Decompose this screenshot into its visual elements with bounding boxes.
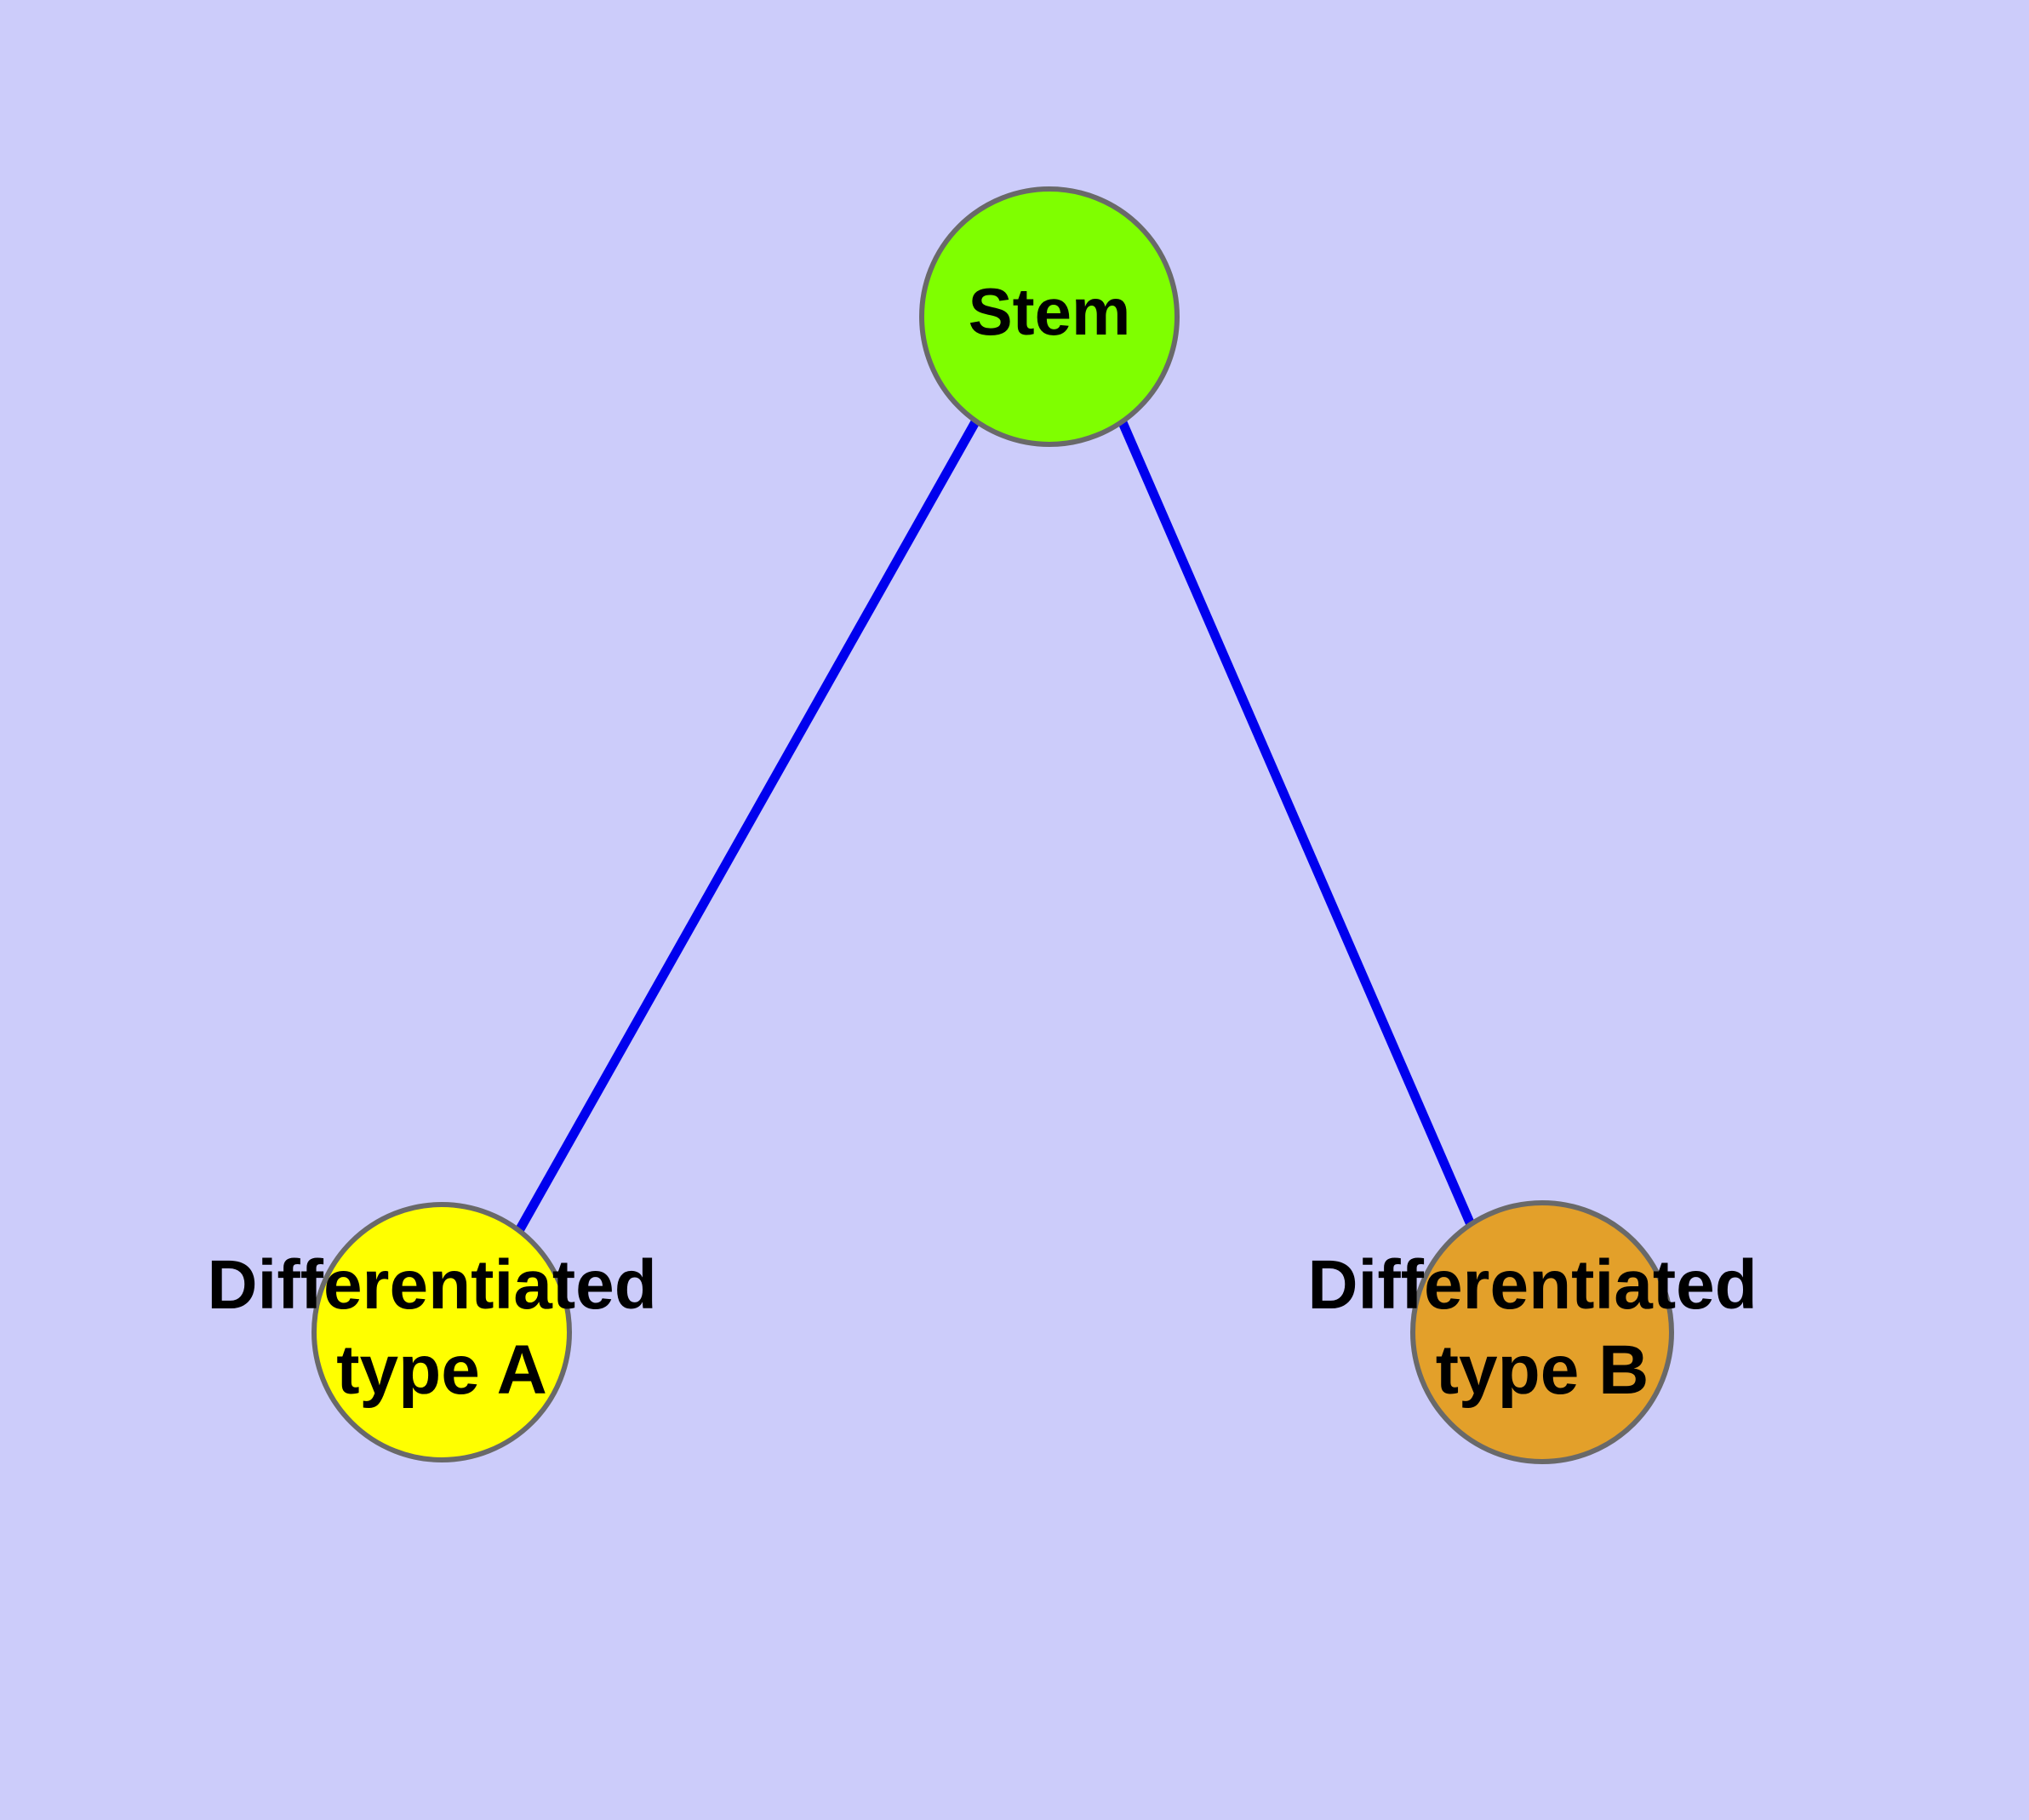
edge-stem-to-differentiated-type-b[interactable] — [1117, 418, 1480, 1237]
node-label-line: type A — [336, 1331, 547, 1409]
node-label-line: Stem — [969, 274, 1131, 349]
node-label-differentiated-type-a: Differentiated type A — [207, 1246, 676, 1409]
node-label-line: Differentiated — [1307, 1246, 1758, 1324]
node-circle-differentiated-type-b[interactable] — [1410, 1200, 1674, 1464]
node-label-line: Differentiated — [207, 1246, 657, 1324]
node-circle-stem[interactable] — [919, 186, 1180, 447]
node-label-stem: Stem — [969, 274, 1131, 349]
node-label-differentiated-type-b: Differentiated type B — [1307, 1246, 1776, 1409]
node-label-line: type B — [1436, 1331, 1649, 1409]
edge-stem-to-differentiated-type-a[interactable] — [509, 418, 980, 1244]
node-circle-differentiated-type-a[interactable] — [311, 1202, 572, 1462]
